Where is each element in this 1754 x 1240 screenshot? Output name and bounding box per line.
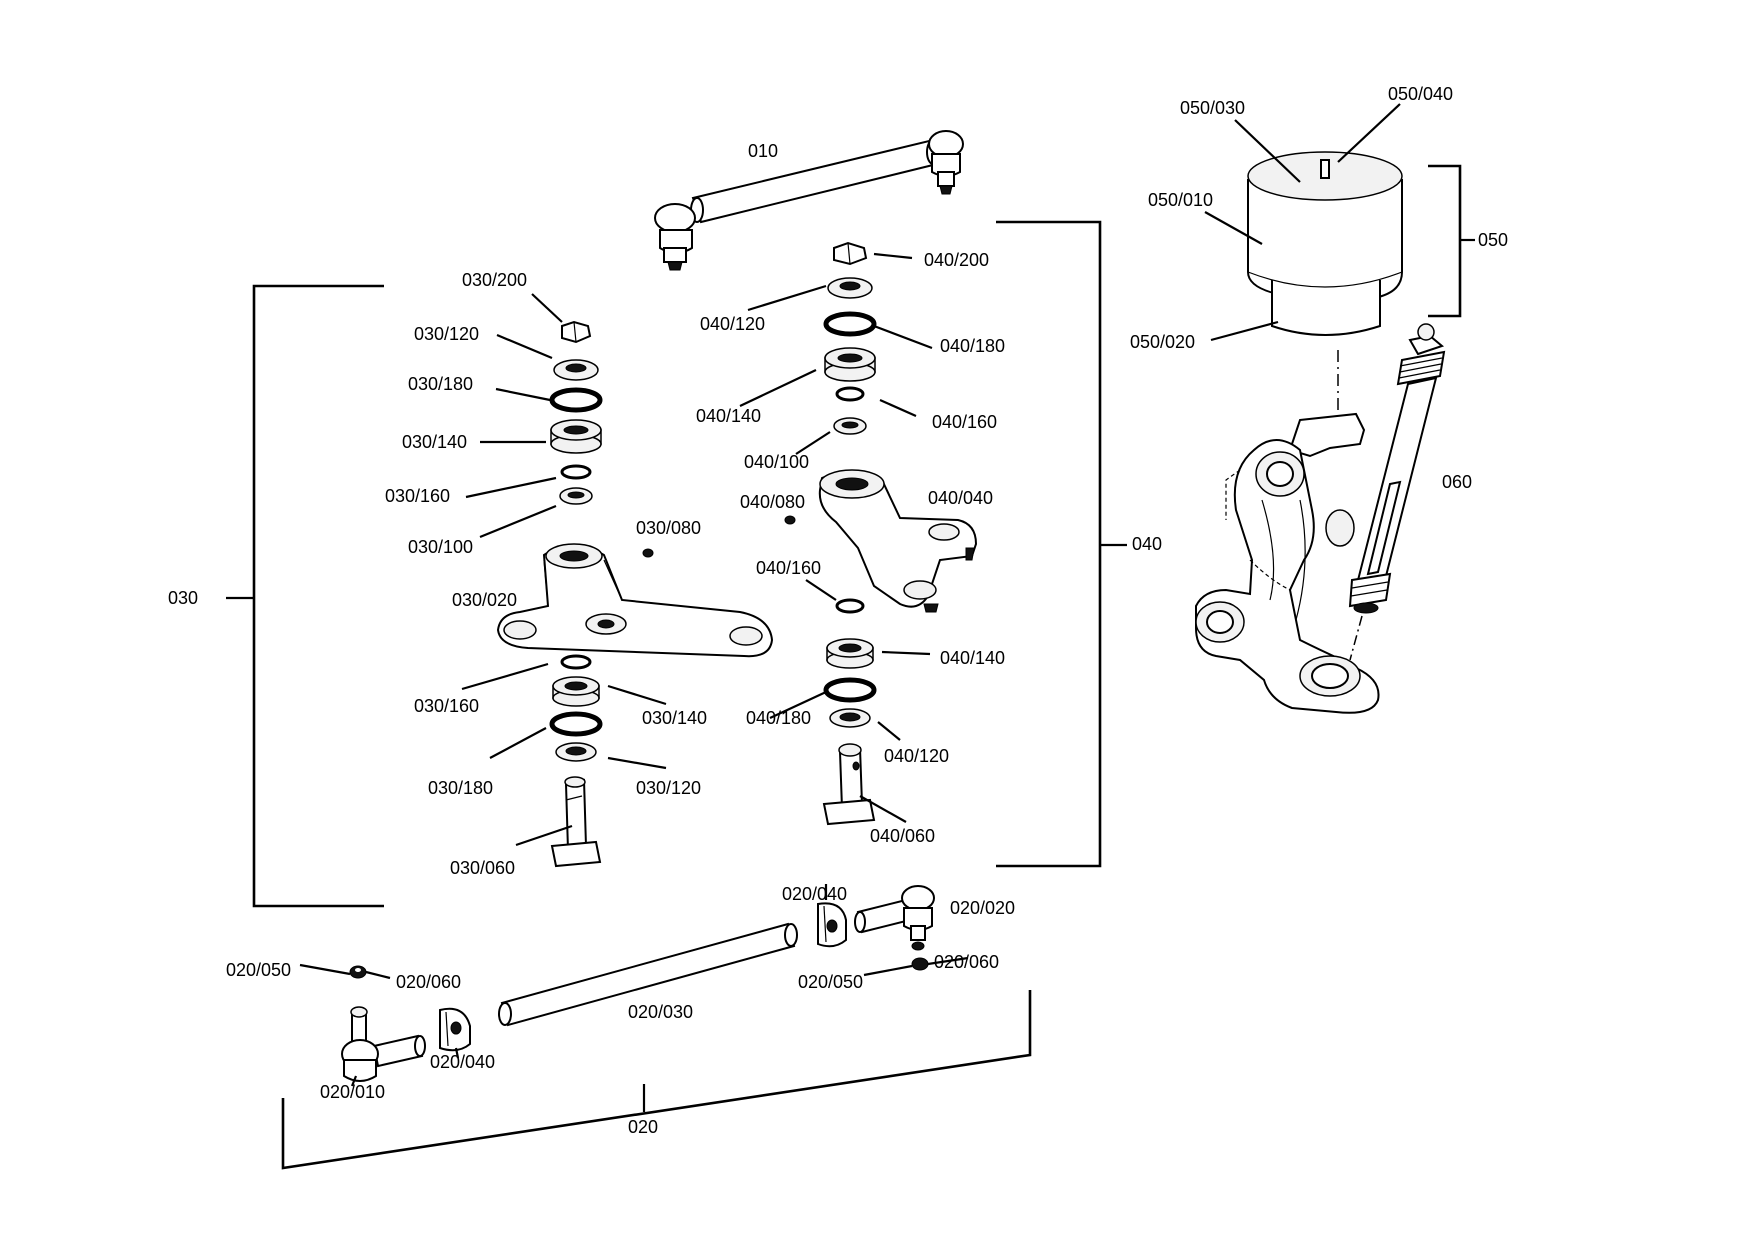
label-020: 020	[628, 1117, 658, 1137]
label-030-180-bottom: 030/180	[428, 778, 493, 798]
label-030-180-top: 030/180	[408, 374, 473, 394]
part-020-050-nut-right	[911, 957, 929, 971]
label-020-010: 020/010	[320, 1082, 385, 1102]
part-040-180b-ring	[823, 677, 877, 703]
part-040-120b-washer	[829, 708, 871, 728]
part-040-200-nut	[833, 241, 868, 266]
part-060-shock-absorber	[1348, 323, 1446, 661]
leader-lines	[299, 103, 1401, 1087]
part-040-060-pin	[822, 743, 876, 826]
label-020-040-right: 020/040	[782, 884, 847, 904]
part-030-140b-bearing	[552, 676, 600, 707]
part-040-160-oring	[835, 386, 865, 402]
bracket-020	[281, 990, 1032, 1170]
bracket-040	[996, 220, 1127, 868]
part-030-140-bearing	[550, 419, 602, 454]
label-030: 030	[168, 588, 198, 608]
steering-knuckle	[1195, 350, 1380, 714]
part-050-air-spring	[1247, 151, 1403, 336]
label-030-160-bottom: 030/160	[414, 696, 479, 716]
label-030-120-top: 030/120	[414, 324, 479, 344]
part-040-040-steering-arm	[818, 469, 978, 613]
label-040-180-bottom: 040/180	[746, 708, 811, 728]
part-030-180-ring	[549, 387, 603, 413]
part-030-200-nut	[561, 320, 592, 344]
part-020-050-nut-left	[349, 965, 367, 979]
part-020-040-clamp-right	[817, 902, 847, 948]
label-040-060: 040/060	[870, 826, 935, 846]
label-020-030: 020/030	[628, 1002, 693, 1022]
label-040-140-bottom: 040/140	[940, 648, 1005, 668]
part-040-080-grease-nipple	[784, 515, 796, 525]
label-040-040: 040/040	[928, 488, 993, 508]
part-020-040-clamp-left	[439, 1007, 471, 1052]
label-040-140-top: 040/140	[696, 406, 761, 426]
label-060: 060	[1442, 472, 1472, 492]
label-040: 040	[1132, 534, 1162, 554]
label-030-060: 030/060	[450, 858, 515, 878]
part-040-140-bearing	[824, 347, 876, 382]
label-030-160-top: 030/160	[385, 486, 450, 506]
label-050-030: 050/030	[1180, 98, 1245, 118]
part-030-120-washer	[553, 359, 599, 381]
part-040-120-washer	[827, 277, 873, 299]
label-040-180-top: 040/180	[940, 336, 1005, 356]
part-030-160-oring	[560, 464, 592, 480]
label-040-100: 040/100	[744, 452, 809, 472]
part-030-180b-ring	[549, 711, 603, 737]
label-020-050-left: 020/050	[226, 960, 291, 980]
bracket-030	[226, 284, 384, 908]
part-040-140b-bearing	[826, 638, 874, 669]
label-040-160-bottom: 040/160	[756, 558, 821, 578]
label-040-120-top: 040/120	[700, 314, 765, 334]
part-030-120b-washer	[555, 742, 597, 762]
label-050-020: 050/020	[1130, 332, 1195, 352]
label-020-060-left: 020/060	[396, 972, 461, 992]
part-040-180-ring	[823, 311, 877, 337]
label-040-160-top: 040/160	[932, 412, 997, 432]
label-030-200: 030/200	[462, 270, 527, 290]
part-020-010-tie-rod-end-left	[341, 1006, 426, 1082]
label-030-140-bottom: 030/140	[642, 708, 707, 728]
label-010: 010	[748, 141, 778, 161]
label-050: 050	[1478, 230, 1508, 250]
bracket-050	[1428, 164, 1475, 318]
label-050-010: 050/010	[1148, 190, 1213, 210]
part-030-060-pin	[550, 776, 602, 868]
tie-rod-010	[654, 130, 964, 271]
part-040-100-bushing	[833, 417, 867, 435]
label-050-040: 050/040	[1388, 84, 1453, 104]
label-030-120-bottom: 030/120	[636, 778, 701, 798]
label-040-200: 040/200	[924, 250, 989, 270]
part-020-030-tube	[498, 922, 798, 1027]
label-020-060-right: 020/060	[934, 952, 999, 972]
part-030-160b-oring	[560, 654, 592, 670]
label-020-040-left: 020/040	[430, 1052, 495, 1072]
part-040-160b-oring	[835, 598, 865, 614]
part-030-080-grease-nipple	[642, 548, 654, 558]
part-labels: 010 020 030 040 050 060 050/030 050/040 …	[168, 84, 1508, 1137]
label-030-080: 030/080	[636, 518, 701, 538]
part-030-020-steering-arm	[496, 543, 774, 658]
part-030-100-bushing	[559, 487, 593, 505]
label-040-120-bottom: 040/120	[884, 746, 949, 766]
label-030-020: 030/020	[452, 590, 517, 610]
label-030-140-top: 030/140	[402, 432, 467, 452]
label-020-050-right: 020/050	[798, 972, 863, 992]
part-020-020-tie-rod-end-right	[854, 885, 935, 951]
label-040-080: 040/080	[740, 492, 805, 512]
label-030-100: 030/100	[408, 537, 473, 557]
label-020-020: 020/020	[950, 898, 1015, 918]
